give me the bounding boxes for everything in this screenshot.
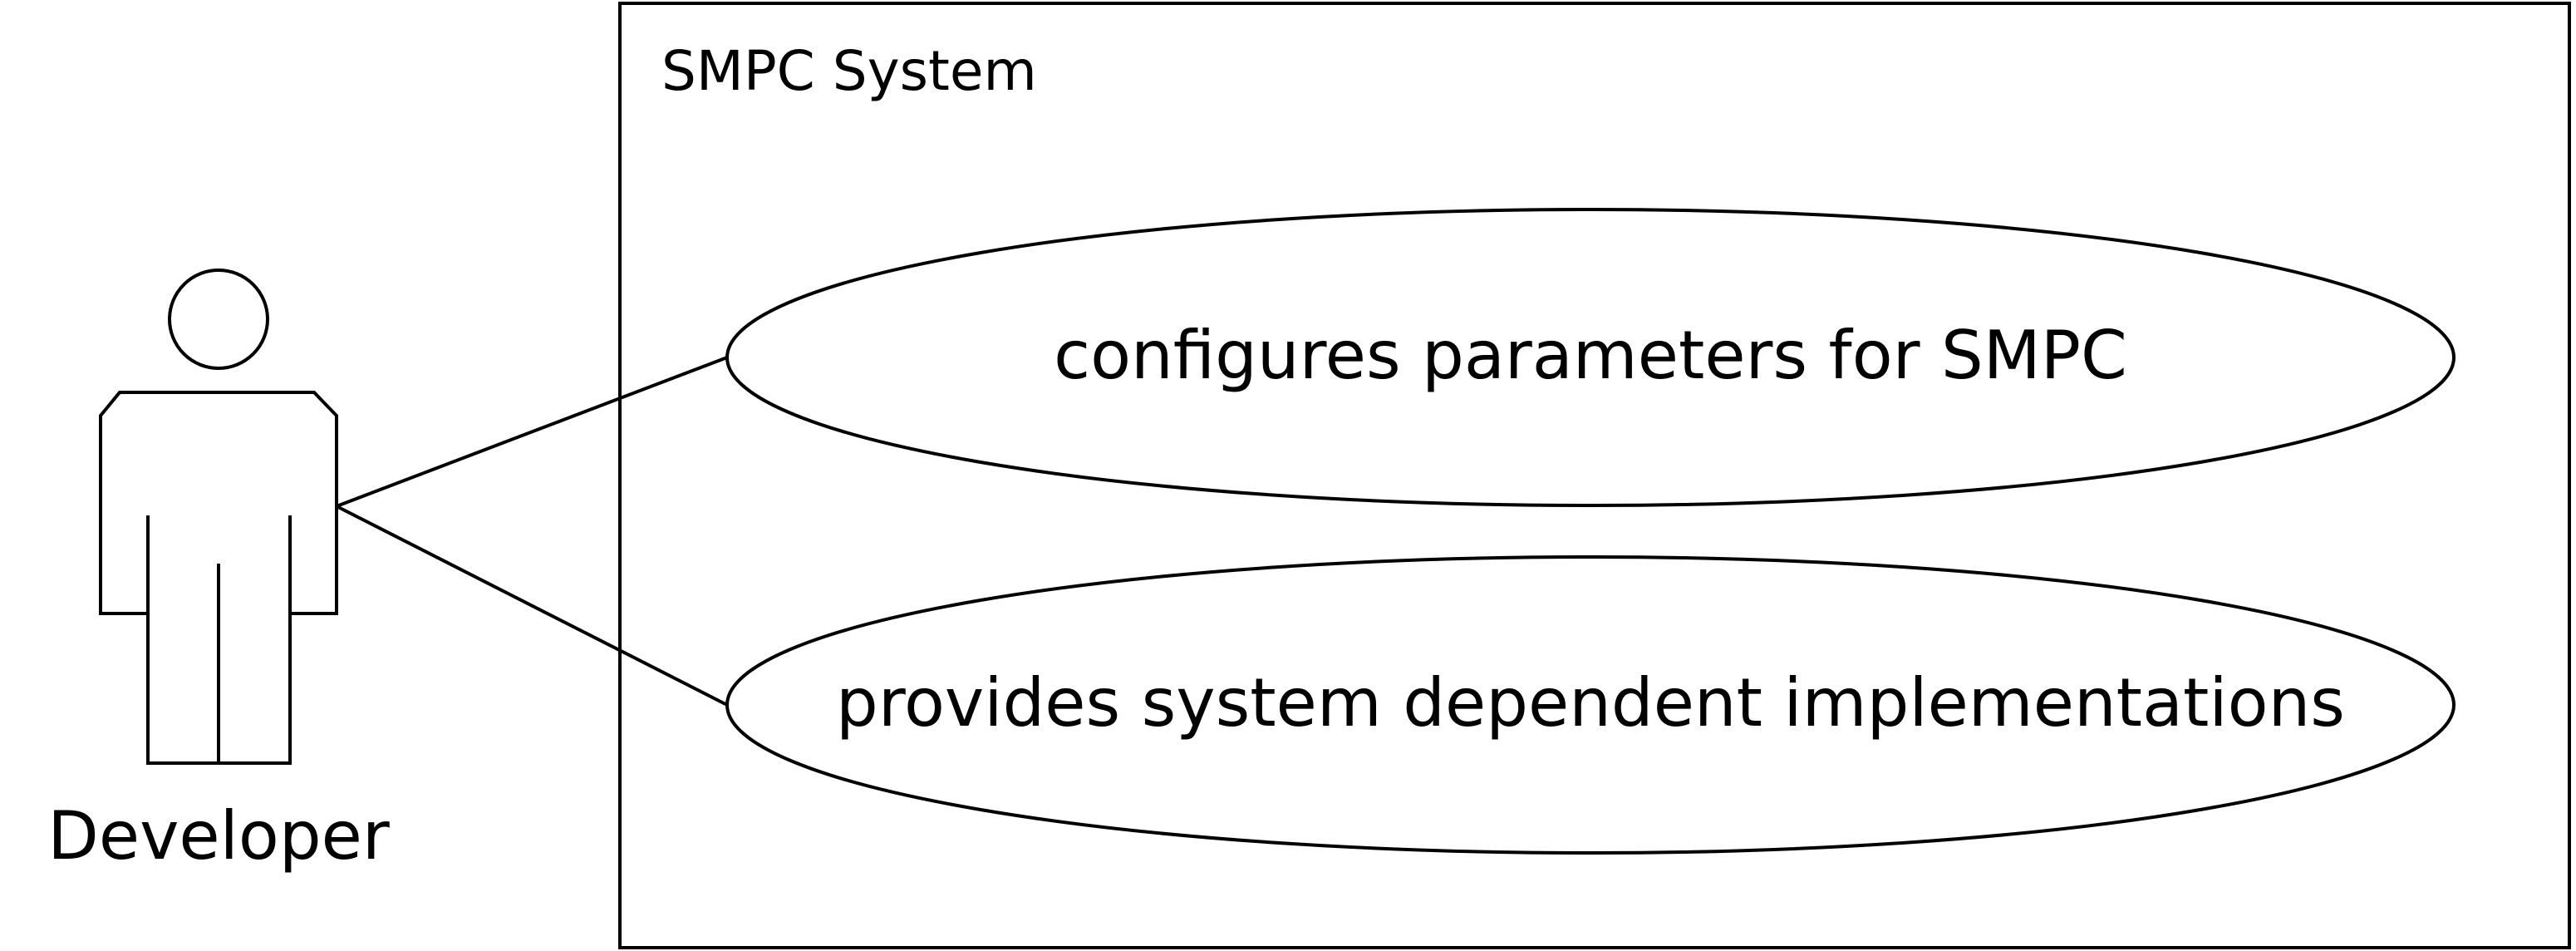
use-case-ellipse	[725, 555, 2456, 855]
use-case-label: provides system dependent implementation…	[836, 664, 2345, 742]
actor-name: Developer	[47, 797, 390, 875]
system-title: SMPC System	[661, 39, 1037, 103]
associations	[336, 356, 728, 707]
system-boundary: SMPC System	[618, 2, 2571, 949]
actor-head	[168, 269, 269, 370]
actor-body	[99, 391, 338, 765]
system-boundary-box	[618, 2, 2571, 949]
association-line-provides	[336, 505, 728, 707]
use-case-provides-implementations: provides system dependent implementation…	[725, 555, 2456, 855]
use-case-ellipse	[725, 208, 2456, 507]
use-case-label: configures parameters for SMPC	[1054, 317, 2127, 394]
use-case-configures-parameters: configures parameters for SMPC	[725, 208, 2456, 507]
actor-developer: Developer	[47, 269, 390, 875]
association-line-configures	[336, 356, 728, 508]
